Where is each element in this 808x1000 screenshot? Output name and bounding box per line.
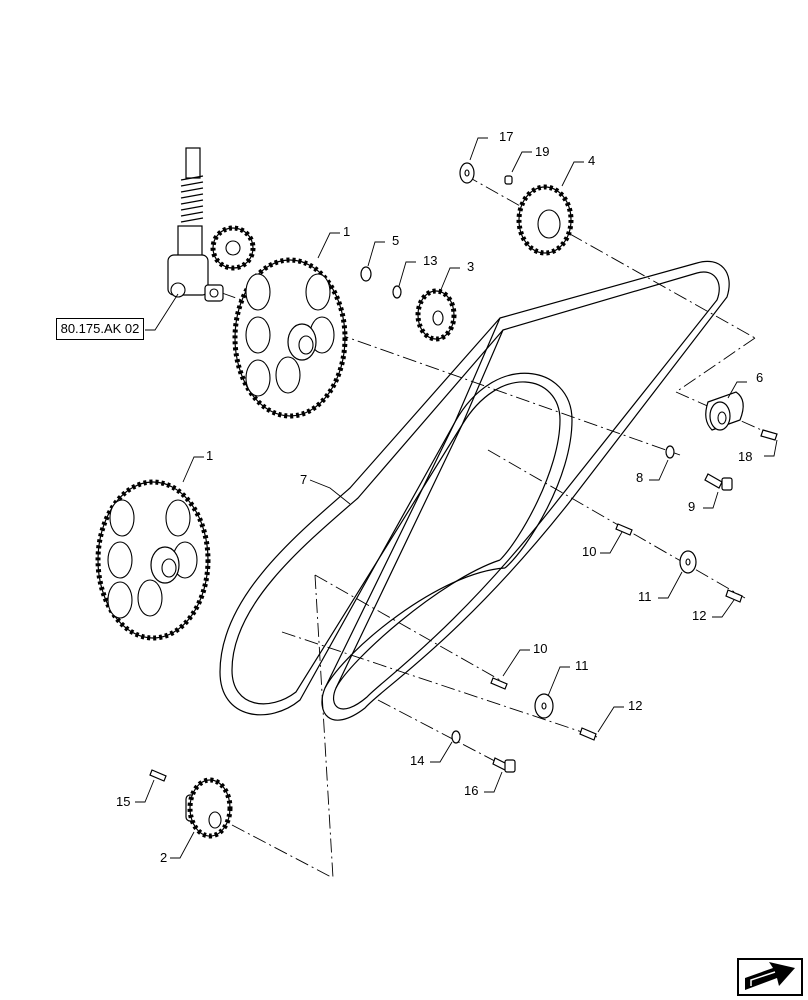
callouts: 17 19 4 1 5 13 3 1 7 6 18 8 9 10 11 12 1…	[116, 129, 763, 865]
callout-19: 19	[535, 144, 549, 159]
callout-5: 5	[392, 233, 399, 248]
callout-11-upper: 11	[638, 589, 652, 604]
callout-12-upper: 12	[692, 608, 706, 623]
next-page-arrow-icon	[745, 962, 795, 990]
callout-17: 17	[499, 129, 513, 144]
leader-lines	[135, 137, 778, 859]
sprocket-2	[185, 777, 233, 839]
callout-13: 13	[423, 253, 437, 268]
callout-6: 6	[756, 370, 763, 385]
callout-8: 8	[636, 470, 643, 485]
small-parts	[149, 162, 778, 782]
large-sprocket-lower	[95, 479, 211, 641]
callout-11-lower: 11	[575, 658, 589, 673]
tensioner-assembly	[167, 147, 256, 302]
callout-15: 15	[116, 794, 130, 809]
callout-10-lower: 10	[533, 641, 547, 656]
next-page-button[interactable]	[737, 958, 803, 996]
sprocket-4	[516, 184, 574, 256]
callout-14: 14	[410, 753, 424, 768]
callout-10-upper: 10	[582, 544, 596, 559]
callout-16: 16	[464, 783, 478, 798]
large-sprocket-upper	[232, 257, 348, 419]
callout-7: 7	[300, 472, 307, 487]
callout-3: 3	[467, 259, 474, 274]
callout-12-lower: 12	[628, 698, 642, 713]
callout-18: 18	[738, 449, 752, 464]
reference-label-box[interactable]: 80.175.AK 02	[56, 318, 144, 340]
callout-2: 2	[160, 850, 167, 865]
callout-9: 9	[688, 499, 695, 514]
sprocket-3	[415, 288, 457, 342]
callout-1-lower: 1	[206, 448, 213, 463]
callout-1-upper: 1	[343, 224, 350, 239]
chain	[219, 260, 730, 721]
callout-4: 4	[588, 153, 595, 168]
